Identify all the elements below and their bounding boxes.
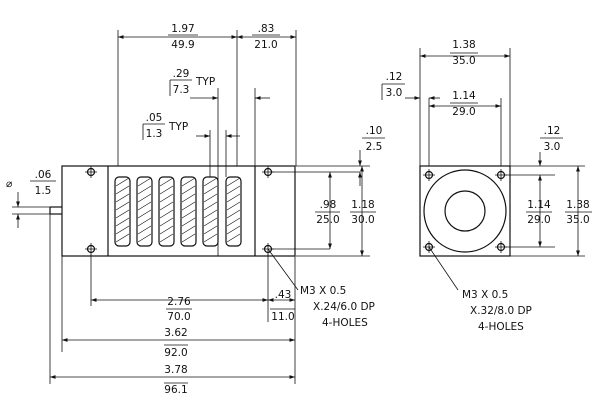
mounting-hole (423, 169, 435, 181)
winding-slots (114, 176, 242, 247)
side-width-mm: 35.0 (452, 55, 475, 67)
dim-right-small-mm: 2.5 (366, 141, 383, 153)
side-hole-w-in: 1.14 (452, 90, 476, 102)
dim-right-small-in: .10 (366, 125, 383, 137)
dim-pin-in: .06 (35, 169, 52, 181)
side-note-line2: X.32/8.0 DP (470, 305, 532, 317)
mounting-hole (85, 243, 97, 255)
side-hole-w-mm: 29.0 (452, 106, 475, 118)
winding-slot (114, 176, 131, 247)
front-mounting-holes (85, 166, 274, 255)
dim-top-total-mm: 49.9 (171, 39, 194, 51)
side-height-in: 1.38 (566, 199, 589, 211)
front-view: 1.97 49.9 .83 21.0 .29 7.3 TYP .05 1.3 T… (6, 23, 385, 396)
side-note-line1: M3 X 0.5 (462, 289, 508, 301)
dim-typ2-mm: 1.3 (146, 128, 163, 140)
side-extension-lines (419, 48, 585, 257)
dim-pin-mm: 1.5 (35, 185, 52, 197)
side-label-bars (381, 52, 592, 213)
side-offset-left-in: .12 (386, 71, 403, 83)
dim-hole-span-in: 2.76 (167, 296, 191, 308)
dim-hole-edge-in: .43 (275, 289, 292, 301)
side-width-in: 1.38 (452, 39, 475, 51)
side-offset-right-mm: 3.0 (544, 141, 561, 153)
winding-slot (225, 176, 242, 247)
side-offset-right-in: .12 (544, 125, 561, 137)
dim-body-len-mm: 92.0 (164, 347, 187, 359)
dim-total-len-in: 3.78 (164, 364, 187, 376)
hole-note-line1: M3 X 0.5 (300, 285, 346, 297)
winding-slot (136, 176, 153, 247)
side-hole-h-in: 1.14 (527, 199, 551, 211)
side-offset-left-mm: 3.0 (386, 87, 403, 99)
dim-typ2-word: TYP (168, 121, 188, 133)
dim-typ1-in: .29 (173, 68, 190, 80)
side-height-mm: 35.0 (566, 214, 589, 226)
dim-typ2-in: .05 (146, 112, 163, 124)
dim-top-right-mm: 21.0 (254, 39, 277, 51)
side-note-line3: 4-HOLES (478, 321, 524, 333)
hole-note-line3: 4-HOLES (322, 317, 368, 329)
side-hole-h-mm: 29.0 (527, 214, 550, 226)
dim-hole-v-mm: 25.0 (316, 214, 339, 226)
winding-slot (202, 176, 219, 247)
front-dimension-labels: 1.97 49.9 .83 21.0 .29 7.3 TYP .05 1.3 T… (6, 23, 382, 396)
winding-slot (158, 176, 175, 247)
dim-body-len-in: 3.62 (164, 327, 187, 339)
dim-hole-v-in: .98 (320, 199, 337, 211)
dim-total-len-mm: 96.1 (164, 384, 187, 396)
front-dimension-lines (16, 35, 364, 379)
front-extension-lines (12, 30, 370, 384)
front-label-bars (30, 34, 385, 384)
winding-slot (180, 176, 197, 247)
dim-typ1-word: TYP (195, 76, 215, 88)
dim-top-total-in: 1.97 (171, 23, 194, 35)
side-inner-circle (444, 190, 486, 232)
side-outer-circle (423, 169, 507, 253)
side-mounting-holes (423, 169, 507, 253)
dim-top-right-in: .83 (258, 23, 275, 35)
hole-note-line2: X.24/6.0 DP (313, 301, 375, 313)
dim-hole-span-mm: 70.0 (167, 311, 190, 323)
diameter-symbol: ⌀ (6, 178, 12, 190)
dim-height-mm: 30.0 (351, 214, 374, 226)
dim-typ1-mm: 7.3 (173, 84, 190, 96)
side-view: 1.38 35.0 1.14 29.0 .12 3.0 .12 3.0 1.14… (381, 39, 592, 333)
dim-height-in: 1.18 (351, 199, 374, 211)
mounting-hole (85, 166, 97, 178)
side-dimension-lines (405, 54, 580, 291)
front-body-outline (61, 165, 296, 257)
side-body-outline (419, 165, 511, 257)
side-dimension-labels: 1.38 35.0 1.14 29.0 .12 3.0 .12 3.0 1.14… (386, 39, 590, 333)
dim-hole-edge-mm: 11.0 (271, 311, 294, 323)
